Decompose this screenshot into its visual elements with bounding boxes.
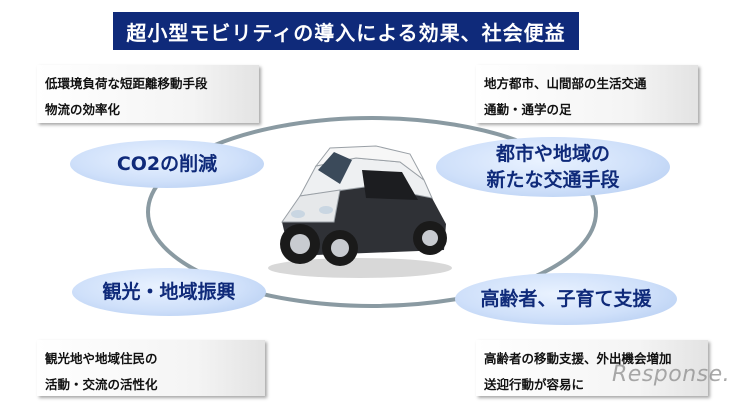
bubble-co2-reduction: CO2の削減: [70, 140, 264, 188]
bubble-urban-transport: 都市や地域の 新たな交通手段: [436, 137, 670, 197]
page-title: 超小型モビリティの導入による効果、社会便益: [113, 12, 579, 50]
vehicle-icon: [268, 146, 452, 278]
note-top-left: 低環境負荷な短距離移動手段 物流の効率化: [37, 65, 259, 123]
watermark-logo: Response.: [612, 362, 730, 387]
note-line: 物流の効率化: [45, 97, 251, 123]
note-line: 通勤・通学の足: [484, 97, 690, 123]
note-bottom-left: 観光地や地域住民の 活動・交流の活性化: [37, 340, 265, 396]
bubble-elderly-childcare-support: 高齢者、子育て支援: [455, 273, 677, 325]
note-line: 低環境負荷な短距離移動手段: [45, 71, 251, 97]
note-line: 地方都市、山間部の生活交通: [484, 71, 690, 97]
bubble-line: 都市や地域の: [486, 141, 619, 167]
bubble-line: 新たな交通手段: [486, 167, 619, 193]
note-line: 観光地や地域住民の: [45, 346, 257, 372]
note-line: 活動・交流の活性化: [45, 372, 257, 398]
note-top-right: 地方都市、山間部の生活交通 通勤・通学の足: [476, 65, 698, 123]
bubble-tourism-promotion: 観光・地域振興: [72, 268, 266, 316]
